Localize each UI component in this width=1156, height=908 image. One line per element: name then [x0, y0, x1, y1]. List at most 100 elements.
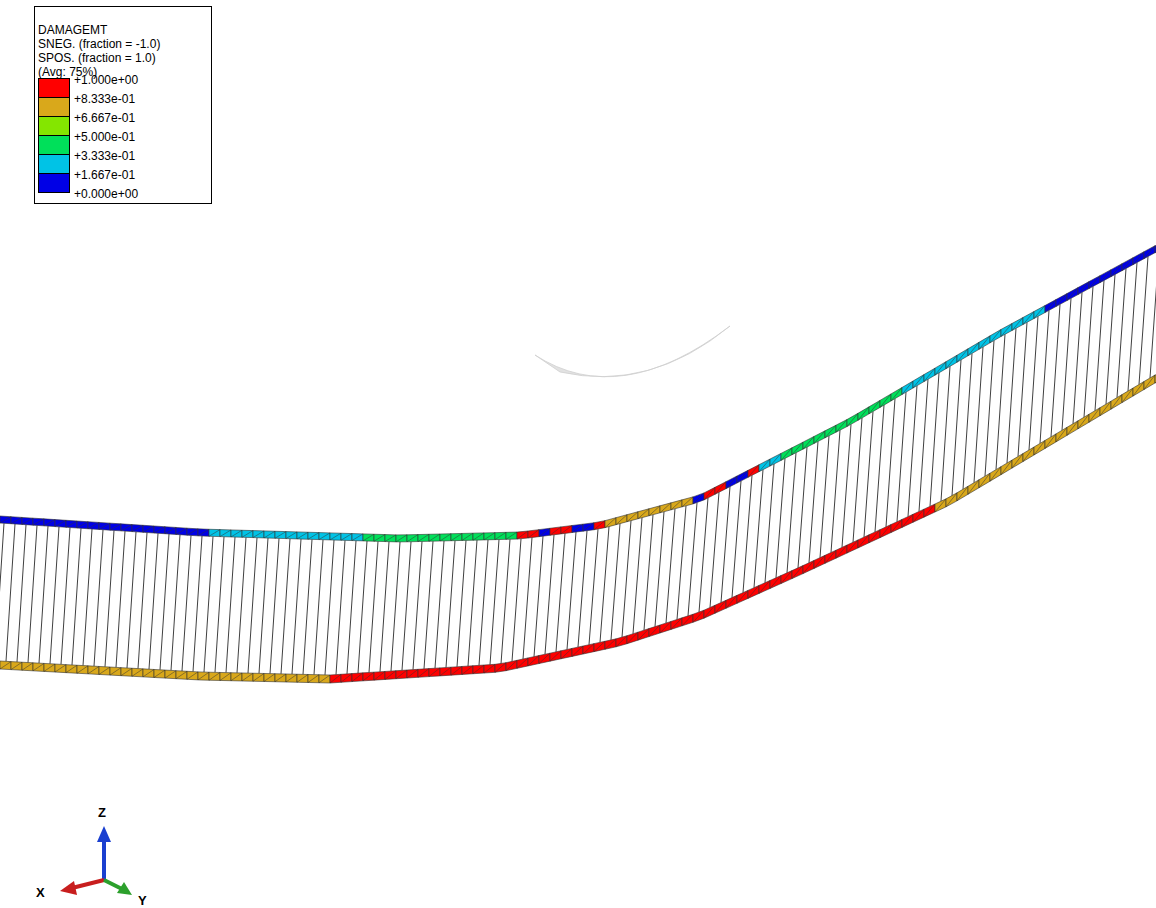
bottom-shell-element	[1012, 454, 1023, 469]
top-shell-element-edge	[418, 534, 429, 541]
legend-value: +8.333e-01	[74, 92, 135, 106]
indenter-surface	[535, 326, 730, 377]
top-shell-element	[1034, 306, 1045, 319]
cohesive-element	[138, 533, 147, 669]
top-shell-element	[418, 534, 429, 541]
bottom-shell-element	[968, 480, 979, 495]
bottom-shell-element-edge	[253, 673, 264, 681]
bottom-shell-element-edge	[605, 639, 616, 649]
cohesive-element	[149, 533, 158, 669]
top-shell-element	[1133, 252, 1144, 265]
cohesive-element	[809, 441, 818, 562]
top-shell-element	[143, 525, 154, 533]
top-shell-element-edge	[1045, 300, 1056, 313]
bottom-shell-element-edge	[165, 671, 176, 678]
bottom-shell-element	[561, 648, 572, 658]
legend-heading: SPOS. (fraction = 1.0)	[38, 51, 156, 65]
cohesive-element	[402, 542, 411, 671]
cohesive-element	[457, 540, 466, 666]
bottom-shell-element-edge	[693, 610, 704, 622]
bottom-shell-element	[649, 625, 660, 637]
bottom-shell-element	[429, 668, 440, 677]
bottom-shell-element	[374, 671, 385, 680]
bottom-shell-element-edge	[759, 581, 770, 594]
bottom-shell-element-edge	[726, 595, 737, 608]
top-shell-element	[319, 533, 330, 540]
bottom-shell-element	[484, 664, 495, 673]
bottom-shell-element	[253, 673, 264, 681]
cohesive-element	[435, 541, 444, 668]
axis-label: Z	[98, 806, 106, 820]
bottom-shell-element-edge	[1111, 395, 1122, 410]
top-shell-element	[946, 355, 957, 368]
bottom-shell-element	[33, 663, 44, 672]
top-shell-element	[583, 523, 594, 531]
top-shell-element-edge	[308, 533, 319, 540]
bottom-shell-element-edge	[858, 535, 869, 548]
legend-value: +0.000e+00	[74, 187, 138, 201]
bottom-shell-element	[231, 673, 242, 681]
bottom-shell-element	[22, 662, 33, 671]
bottom-shell-element	[121, 668, 132, 677]
bottom-shell-element-edge	[1045, 434, 1056, 449]
legend-swatch	[38, 173, 70, 193]
bottom-shell-element-edge	[363, 672, 374, 681]
top-shell-element-edge	[385, 535, 396, 542]
top-shell-element	[748, 465, 759, 478]
top-shell-element-edge	[1155, 243, 1156, 253]
top-shell-element-edge	[66, 521, 77, 527]
cohesive-element	[61, 528, 70, 665]
cohesive-element	[1073, 292, 1082, 423]
bottom-shell-element	[990, 467, 1001, 482]
bottom-shell-element-edge	[1001, 460, 1012, 475]
bottom-shell-element-edge	[1056, 427, 1067, 442]
top-shell-element-edge	[539, 528, 550, 536]
top-shell-element	[847, 413, 858, 426]
top-shell-element-edge	[627, 512, 638, 522]
top-shell-element-edge	[836, 420, 847, 433]
top-shell-element-edge	[704, 487, 715, 500]
cohesive-element	[182, 535, 191, 671]
bottom-shell-element	[605, 639, 616, 649]
cohesive-element	[688, 503, 697, 616]
top-shell-element	[1045, 300, 1056, 313]
top-shell-element	[913, 375, 924, 388]
cohesive-element	[875, 405, 884, 532]
top-shell-element-edge	[1056, 294, 1067, 307]
bottom-shell-element-edge	[616, 636, 627, 647]
bottom-shell-element-edge	[11, 662, 22, 669]
cohesive-element	[710, 492, 719, 607]
cohesive-element	[589, 529, 598, 644]
bottom-shell-element	[11, 662, 22, 671]
bottom-shell-element-edge	[418, 669, 429, 678]
legend-value: +1.000e+00	[74, 73, 138, 87]
cohesive-element	[545, 535, 554, 655]
top-shell-element-edge	[770, 453, 781, 466]
bottom-shell-element-edge	[352, 673, 363, 682]
top-shell-element-edge	[825, 425, 836, 438]
bottom-shell-element-edge	[1155, 372, 1156, 383]
bottom-shell-element	[517, 658, 528, 668]
top-shell-element	[990, 329, 1001, 342]
top-shell-element	[253, 531, 264, 538]
cohesive-element	[699, 498, 708, 612]
bottom-shell-element-edge	[176, 671, 187, 678]
top-shell-element	[814, 431, 825, 444]
cohesive-element	[325, 540, 334, 675]
top-shell-element	[99, 522, 110, 530]
top-shell-element-edge	[330, 533, 341, 540]
bottom-shell-element-edge	[660, 621, 671, 633]
top-shell-element-edge	[88, 522, 99, 528]
top-shell-element-edge	[286, 532, 297, 539]
top-shell-element-edge	[726, 476, 737, 489]
top-shell-element-edge	[99, 523, 110, 529]
cohesive-element	[886, 399, 895, 527]
bottom-shell-element	[858, 535, 869, 548]
top-shell-element-edge	[869, 400, 880, 413]
bottom-shell-element-edge	[341, 674, 352, 683]
cohesive-element	[28, 525, 37, 662]
top-shell-element	[110, 523, 121, 531]
top-shell-element	[429, 534, 440, 541]
top-shell-element-edge	[77, 522, 88, 528]
top-shell-element	[924, 368, 935, 381]
